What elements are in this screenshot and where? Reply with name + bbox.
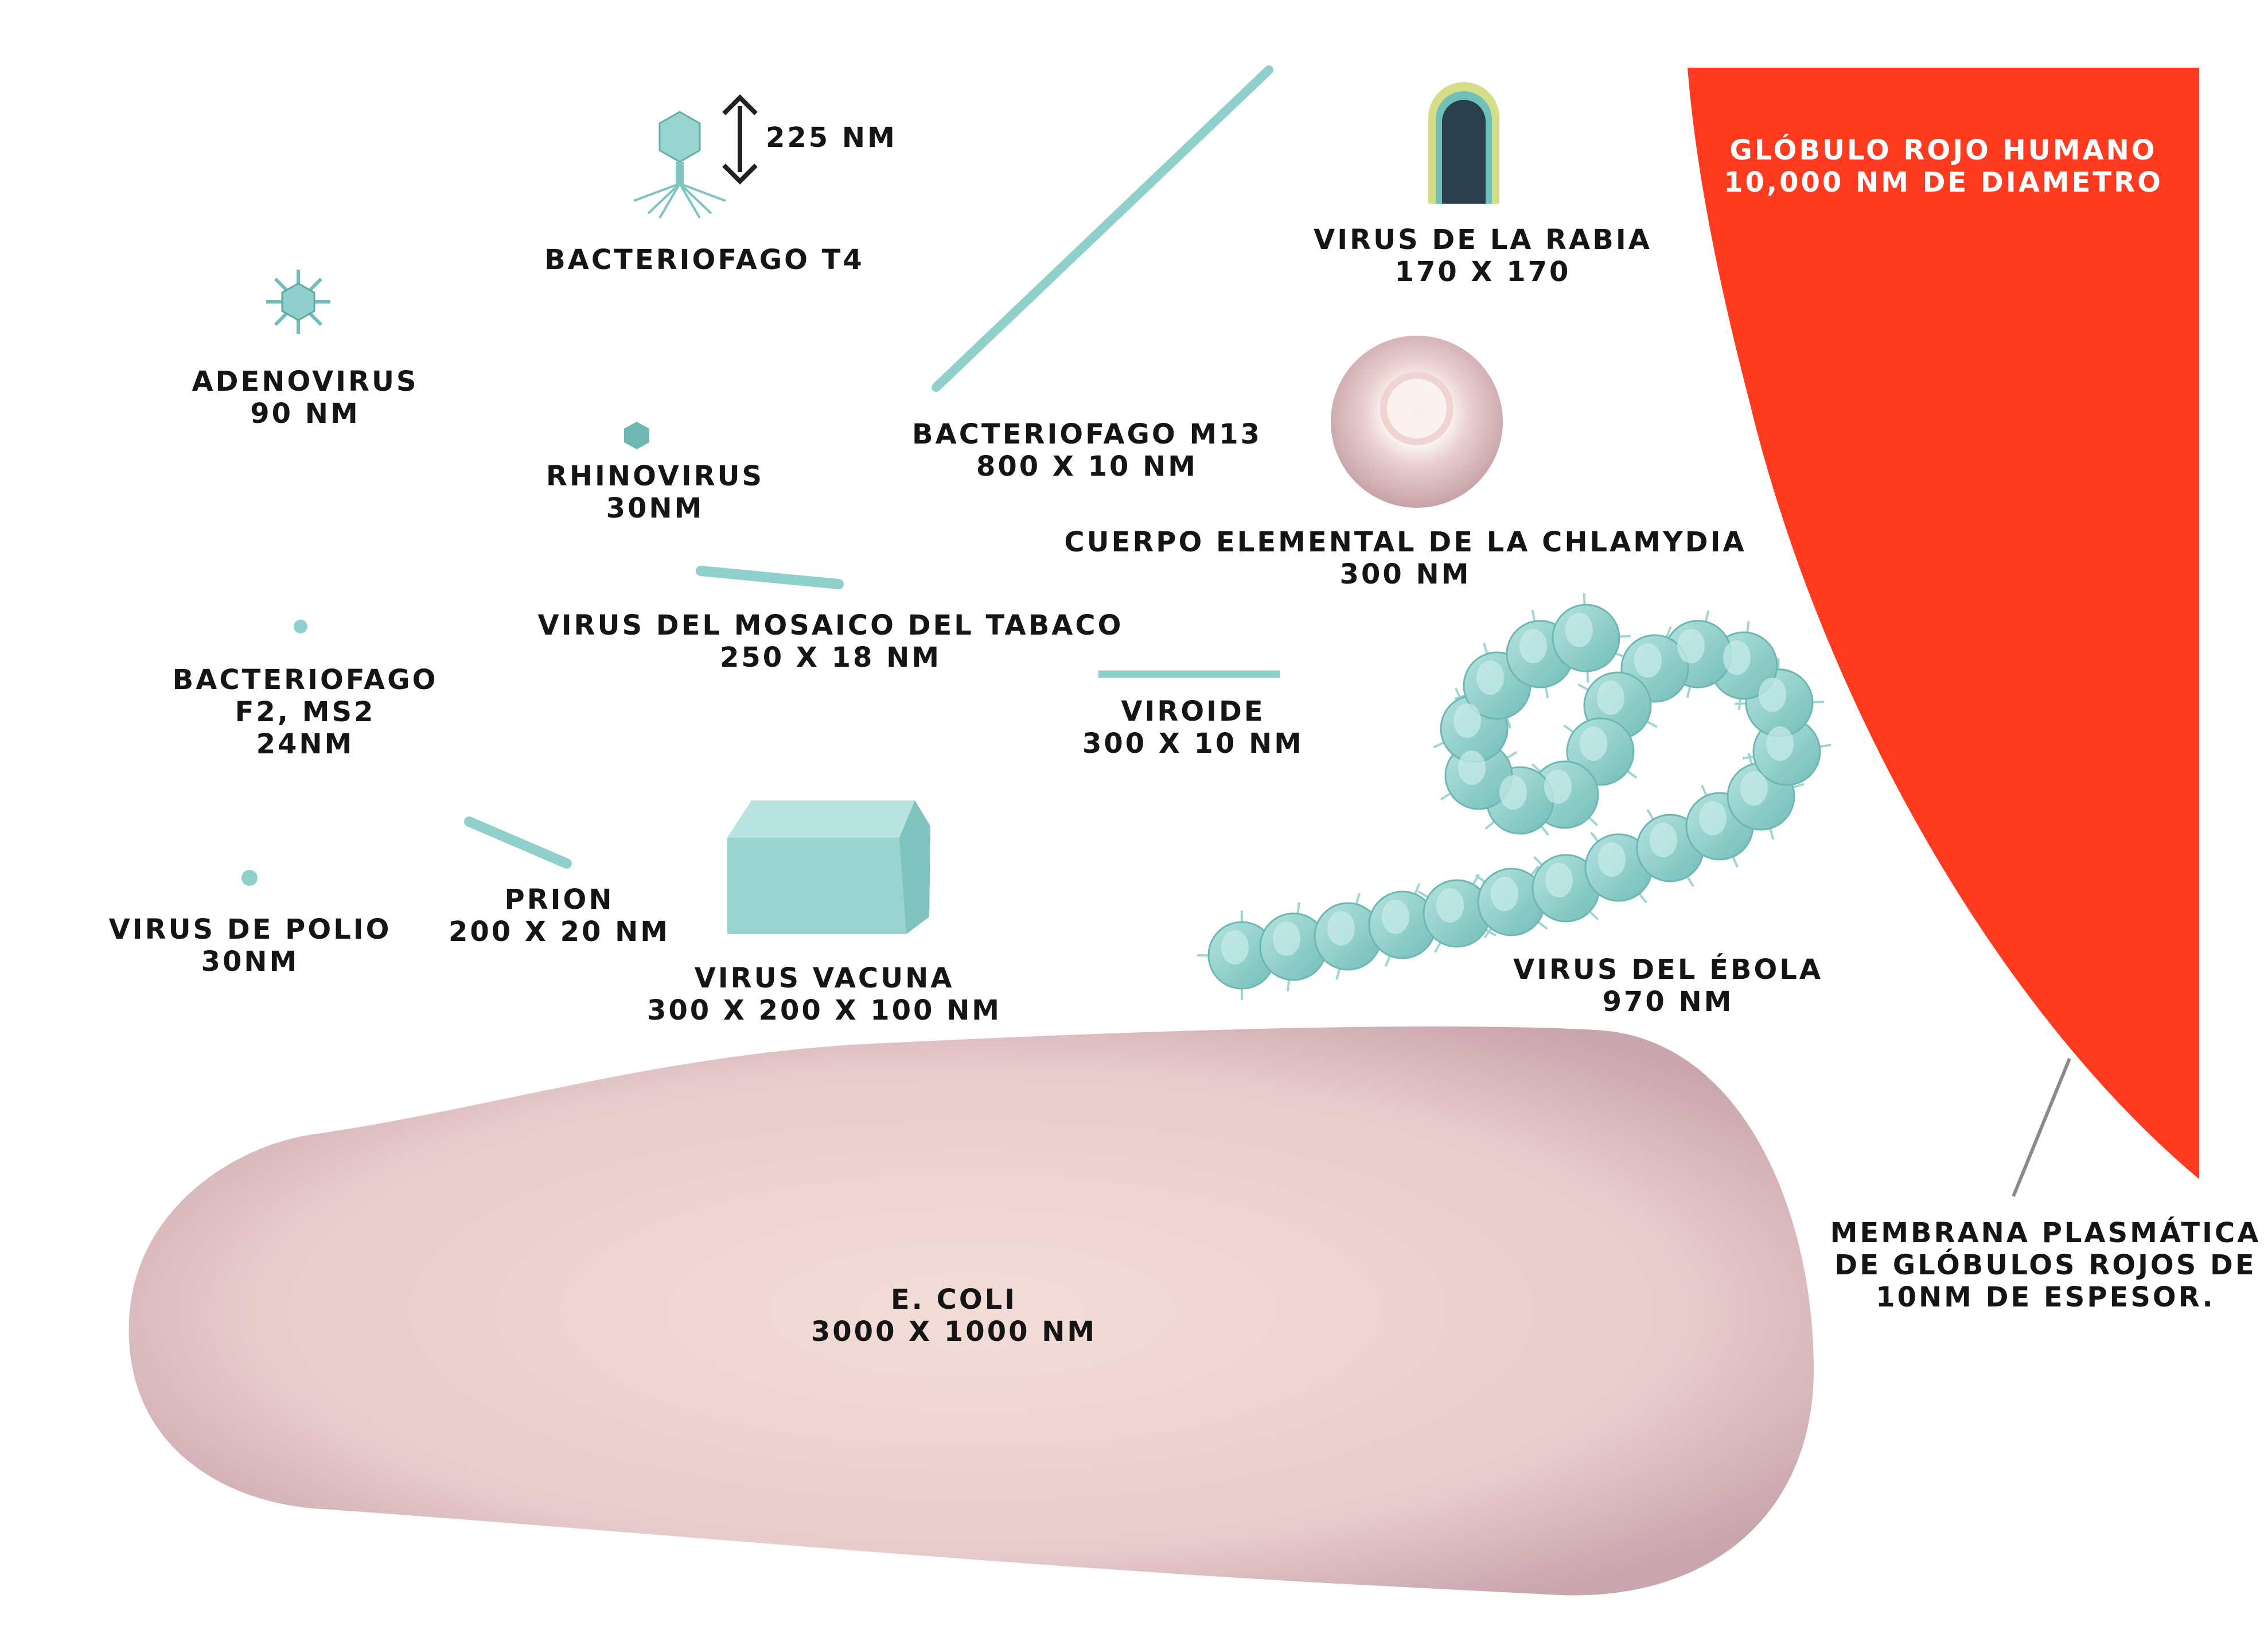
m13-label-line-2: 800 X 10 NM: [976, 450, 1198, 483]
rabies-label-line-2: 170 X 170: [1394, 256, 1571, 288]
adenovirus-label: ADENOVIRUS 90 NM: [192, 365, 419, 430]
ecoli-shape: [128, 1026, 1814, 1596]
adenovirus-shape: [266, 270, 330, 334]
vaccinia-virus-shape: [727, 800, 930, 934]
m13-label-line-1: BACTERIOFAGO M13: [911, 418, 1262, 450]
membrane-label-line-2: DE GLÓBULOS ROJOS DE: [1834, 1249, 2257, 1281]
ecoli-label-line-1: E. COLI: [890, 1284, 1018, 1316]
f2-label: BACTERIOFAGO F2, MS2 24NM: [173, 664, 438, 760]
vaccinia-label-line-1: VIRUS VACUNA: [694, 962, 954, 994]
bacteriophage-f2-shape: [294, 620, 307, 633]
ebola-label: VIRUS DEL ÉBOLA 970 NM: [1513, 954, 1823, 1018]
membrane-pointer-line: [2012, 1057, 2071, 1197]
ecoli-label: E. COLI 3000 X 1000 NM: [811, 1284, 1097, 1348]
viroid-label-line-2: 300 X 10 NM: [1082, 728, 1304, 760]
membrane-label: MEMBRANA PLASMÁTICA DE GLÓBULOS ROJOS DE…: [1830, 1217, 2261, 1313]
polio-label-line-1: VIRUS DE POLIO: [108, 913, 392, 946]
t4-label-line-1: BACTERIOFAGO T4: [544, 244, 864, 276]
viroid-label: VIROIDE 300 X 10 NM: [1082, 695, 1304, 760]
vaccinia-label: VIRUS VACUNA 300 X 200 X 100 NM: [647, 962, 1001, 1026]
m13-label: BACTERIOFAGO M13 800 X 10 NM: [912, 418, 1262, 483]
rabies-virus-shape: [1428, 82, 1499, 204]
vaccinia-label-line-2: 300 X 200 X 100 NM: [646, 994, 1002, 1026]
t4-size-arrow-icon: [722, 94, 758, 185]
ebola-label-line-2: 970 NM: [1602, 986, 1734, 1018]
polio-virus-shape: [241, 870, 258, 886]
tobacco-label: VIRUS DEL MOSAICO DEL TABACO 250 X 18 NM: [538, 609, 1124, 674]
ebola-label-line-1: VIRUS DEL ÉBOLA: [1513, 954, 1823, 986]
f2-label-line-1: BACTERIOFAGO: [172, 664, 438, 696]
t4-measure-label: 225 NM: [766, 122, 897, 154]
prion-label-line-2: 200 X 20 NM: [448, 916, 671, 948]
ebola-virus-shape: [1197, 593, 1831, 1001]
chlamydia-label-line-2: 300 NM: [1339, 558, 1471, 590]
membrane-label-line-3: 10NM DE ESPESOR.: [1876, 1281, 2215, 1313]
ecoli-label-line-2: 3000 X 1000 NM: [810, 1316, 1097, 1348]
adenovirus-label-line-1: ADENOVIRUS: [192, 365, 419, 398]
prion-label: PRION 200 X 20 NM: [449, 884, 670, 948]
f2-label-line-3: 24NM: [256, 728, 354, 760]
f2-label-line-2: F2, MS2: [235, 696, 376, 728]
red-cell-label: GLÓBULO ROJO HUMANO 10,000 NM DE DIAMETR…: [1724, 134, 2163, 199]
viroid-label-line-1: VIROIDE: [1121, 695, 1265, 728]
bacteriophage-m13-shape: [932, 65, 1273, 392]
prion-label-line-1: PRION: [504, 884, 614, 916]
chlamydia-shape: [1331, 336, 1503, 508]
chlamydia-label-line-1: CUERPO ELEMENTAL DE LA CHLAMYDIA: [1064, 526, 1747, 558]
rhinovirus-label: RHINOVIRUS 30NM: [546, 460, 764, 524]
rabies-label-line-1: VIRUS DE LA RABIA: [1314, 224, 1652, 256]
rabies-label: VIRUS DE LA RABIA 170 X 170: [1314, 224, 1652, 288]
red-cell-label-line-2: 10,000 NM DE DIAMETRO: [1724, 166, 2163, 199]
tobacco-mosaic-virus-shape: [696, 566, 844, 589]
polio-label: VIRUS DE POLIO 30NM: [109, 913, 392, 978]
polio-label-line-2: 30NM: [201, 946, 299, 978]
rhinovirus-label-line-2: 30NM: [606, 492, 704, 524]
rhinovirus-label-line-1: RHINOVIRUS: [545, 460, 765, 492]
red-blood-cell-shape: [1688, 68, 2199, 1179]
adenovirus-label-line-2: 90 NM: [250, 398, 360, 430]
tobacco-label-line-2: 250 X 18 NM: [719, 641, 942, 674]
rhinovirus-shape: [624, 422, 649, 449]
prion-shape: [464, 816, 572, 869]
chlamydia-label: CUERPO ELEMENTAL DE LA CHLAMYDIA 300 NM: [1064, 526, 1746, 590]
membrane-label-line-1: MEMBRANA PLASMÁTICA: [1830, 1217, 2261, 1249]
t4-label: BACTERIOFAGO T4: [544, 244, 864, 276]
bacteriophage-t4-shape: [633, 111, 726, 219]
t4-measure-line-1: 225 NM: [766, 122, 897, 154]
tobacco-label-line-1: VIRUS DEL MOSAICO DEL TABACO: [537, 609, 1124, 641]
red-cell-label-line-1: GLÓBULO ROJO HUMANO: [1729, 134, 2157, 166]
